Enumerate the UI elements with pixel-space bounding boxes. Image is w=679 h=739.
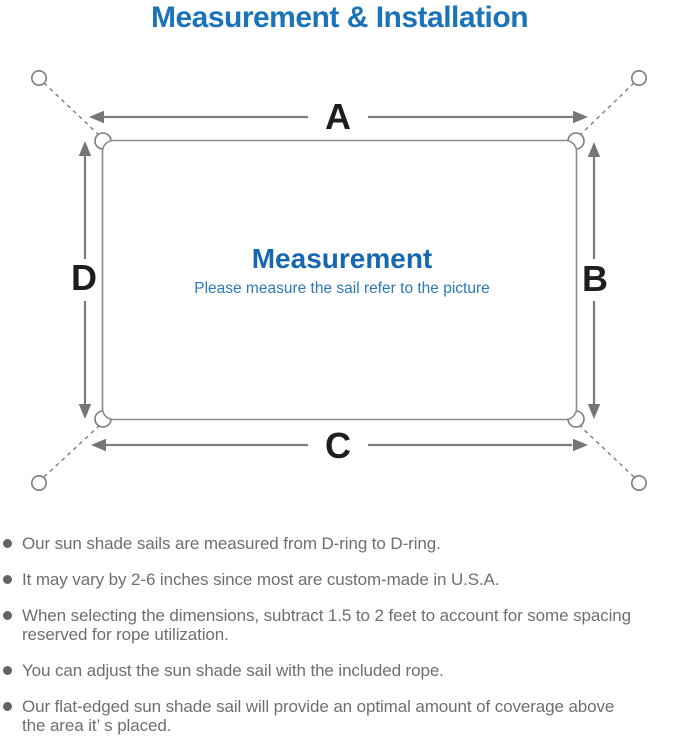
anchor-point-icon-bottom-right: [630, 474, 647, 491]
dimension-arrow-left: [78, 141, 92, 419]
list-item: You can adjust the sun shade sail with t…: [3, 661, 675, 680]
bullet-text: Our flat-edged sun shade sail will provi…: [22, 697, 615, 735]
arrowhead-down-icon: [78, 404, 92, 419]
tether-line-top-right: [579, 82, 635, 136]
bullet-icon: [3, 539, 12, 548]
list-item: Our sun shade sails are measured from D-…: [3, 534, 675, 553]
dimension-label-a: A: [325, 96, 351, 137]
diagram-center-subtitle: Please measure the sail refer to the pic…: [194, 280, 490, 297]
tether-line-top-left: [43, 82, 100, 136]
arrowhead-up-icon: [78, 141, 92, 156]
list-item: Our flat-edged sun shade sail will provi…: [3, 697, 675, 735]
dimension-arrow-bottom: [91, 438, 588, 452]
list-item: It may vary by 2-6 inches since most are…: [3, 570, 675, 589]
bullet-text: Our sun shade sails are measured from D-…: [22, 534, 441, 553]
arrowhead-right-icon: [573, 438, 588, 452]
arrowhead-left-icon: [89, 110, 104, 124]
arrowhead-down-icon: [587, 404, 601, 419]
dimension-arrow-right: [587, 142, 601, 419]
bullet-text: When selecting the dimensions, subtract …: [22, 606, 631, 644]
dimension-label-d: D: [71, 257, 97, 298]
arrowhead-up-icon: [587, 142, 601, 157]
tether-line-bottom-left: [43, 425, 100, 478]
list-item: When selecting the dimensions, subtract …: [3, 606, 675, 644]
anchor-point-icon-bottom-left: [30, 474, 47, 491]
sail-outline: [101, 139, 578, 421]
bullet-icon: [3, 702, 12, 711]
dimension-arrow-top: [89, 110, 588, 124]
bullet-icon: [3, 575, 12, 584]
bullet-icon: [3, 666, 12, 675]
measurement-diagram: A C D B Measurement Please measure the s…: [30, 70, 647, 491]
bullet-icon: [3, 611, 12, 620]
bullet-text: It may vary by 2-6 inches since most are…: [22, 570, 500, 589]
arrowhead-left-icon: [91, 438, 106, 452]
anchor-point-icon-top-right: [630, 70, 647, 86]
dimension-label-b: B: [582, 258, 608, 299]
dimension-label-c: C: [325, 425, 351, 466]
anchor-point-icon-top-left: [30, 70, 47, 86]
diagram-center-title: Measurement: [252, 243, 433, 274]
bullet-list: Our sun shade sails are measured from D-…: [3, 534, 675, 735]
arrowhead-right-icon: [573, 110, 588, 124]
page-title: Measurement & Installation: [150, 1, 529, 34]
bullet-text: You can adjust the sun shade sail with t…: [22, 661, 444, 680]
tether-line-bottom-right: [579, 425, 635, 478]
